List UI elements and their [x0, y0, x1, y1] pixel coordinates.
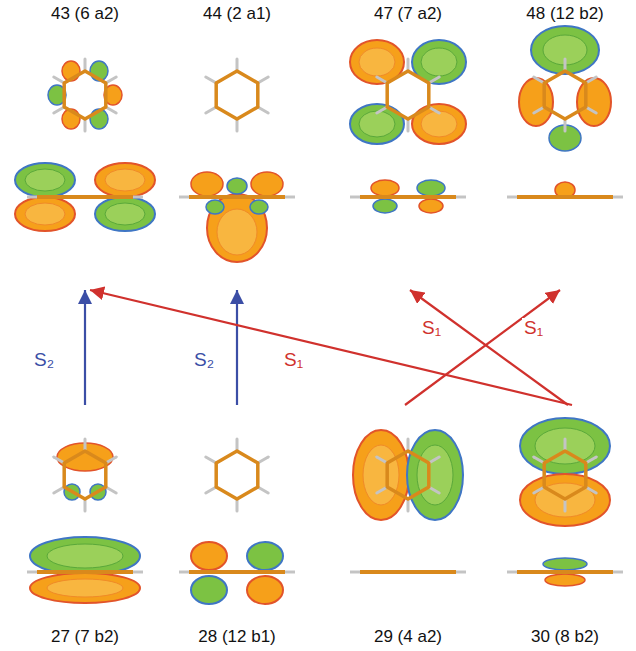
orbital-panel: 48 (12 b2)	[495, 3, 635, 290]
benzene-top-view	[206, 59, 268, 131]
excitation-arrow	[405, 290, 560, 405]
green-lobe	[191, 576, 227, 604]
excitation-arrow	[410, 290, 568, 405]
benzene-top-view	[534, 59, 596, 131]
orbital-lobes	[350, 40, 466, 213]
benzene-top-view	[377, 439, 439, 511]
green-lobe	[95, 197, 155, 231]
orbital-panel: 43 (6 a2)	[15, 3, 155, 290]
benzene-frames	[27, 59, 623, 572]
orbital-label: 44 (2 a1)	[199, 3, 275, 25]
green-lobe	[15, 163, 75, 197]
orange-lobe	[577, 78, 611, 126]
orbital-label: 48 (12 b2)	[522, 3, 608, 25]
green-lobe-core	[105, 203, 145, 225]
orange-lobe-core	[421, 111, 457, 137]
orange-lobe	[191, 172, 223, 196]
orange-lobe	[419, 199, 443, 213]
benzene-top-view	[206, 439, 268, 511]
orbital-lobes	[15, 61, 155, 231]
orbital-label: 43 (6 a2)	[47, 3, 123, 25]
orbital-label: 28 (12 b1)	[194, 626, 280, 648]
green-lobe	[30, 537, 140, 575]
orange-lobe	[545, 574, 585, 586]
green-lobe	[417, 180, 445, 196]
benzene-side-view	[350, 197, 466, 198]
orbital-lobes	[520, 418, 610, 586]
orange-lobe-core	[25, 203, 65, 225]
orbital-lobes	[191, 172, 283, 262]
green-lobe-core	[417, 445, 453, 505]
orange-lobe	[519, 78, 553, 126]
green-lobe	[227, 178, 247, 194]
green-lobe-core	[359, 111, 395, 137]
orbital-panel: 27 (7 b2)	[15, 405, 155, 648]
green-lobe-core	[421, 48, 457, 76]
orbital-lobes	[30, 443, 140, 603]
orange-lobe	[353, 430, 409, 520]
benzene-side-view	[179, 572, 295, 573]
orbital-lobes	[519, 26, 611, 198]
orange-lobe-core	[363, 445, 399, 505]
benzene-top-view	[54, 439, 116, 511]
orbital-label: 27 (7 b2)	[47, 626, 123, 648]
orange-lobe-core	[47, 579, 123, 597]
benzene-top-view	[377, 59, 439, 131]
benzene-side-view	[507, 572, 623, 573]
orange-lobe-core	[217, 209, 257, 255]
benzene-top-view	[54, 59, 116, 131]
state-label: S₁	[420, 318, 443, 339]
excitation-arrow	[236, 290, 238, 405]
orbital-label: 29 (4 a2)	[370, 626, 446, 648]
orange-lobe	[15, 197, 75, 231]
benzene-side-view	[350, 572, 466, 573]
orange-lobe	[251, 172, 283, 196]
orbital-label: 47 (7 a2)	[370, 3, 446, 25]
orange-lobe	[30, 573, 140, 603]
orange-lobe-core	[105, 169, 145, 191]
excitation-arrow	[90, 290, 572, 405]
orange-lobe	[247, 576, 283, 604]
state-label: S₂	[192, 350, 216, 371]
orbital-panel: 47 (7 a2)	[338, 3, 478, 290]
orbital-panel: 29 (4 a2)	[338, 405, 478, 648]
state-label: S₂	[32, 350, 56, 371]
state-label: S₁	[522, 318, 545, 339]
excitation-arrow	[84, 290, 86, 405]
green-lobe	[373, 199, 397, 213]
orange-lobe	[95, 163, 155, 197]
green-lobe-core	[47, 544, 123, 568]
orbital-panel: 44 (2 a1)	[167, 3, 307, 290]
benzene-side-view	[27, 197, 143, 198]
green-lobe-core	[25, 169, 65, 191]
benzene-side-view	[507, 197, 623, 198]
green-lobe	[247, 542, 283, 570]
green-lobe	[543, 558, 587, 570]
green-lobe	[407, 430, 463, 520]
orange-lobe	[191, 542, 227, 570]
orbital-label: 30 (8 b2)	[527, 626, 603, 648]
benzene-top-view	[534, 439, 596, 511]
orbital-panel: 30 (8 b2)	[495, 405, 635, 648]
benzene-side-view	[27, 572, 143, 573]
orbital-panel: 28 (12 b1)	[167, 405, 307, 648]
green-lobe	[250, 200, 268, 214]
benzene-side-view	[179, 197, 295, 198]
orbital-lobes	[353, 430, 463, 520]
orange-lobe-core	[359, 48, 395, 76]
orange-lobe	[207, 194, 267, 262]
state-label: S₁	[282, 350, 305, 371]
orange-lobe	[371, 180, 399, 196]
green-lobe	[206, 200, 224, 214]
